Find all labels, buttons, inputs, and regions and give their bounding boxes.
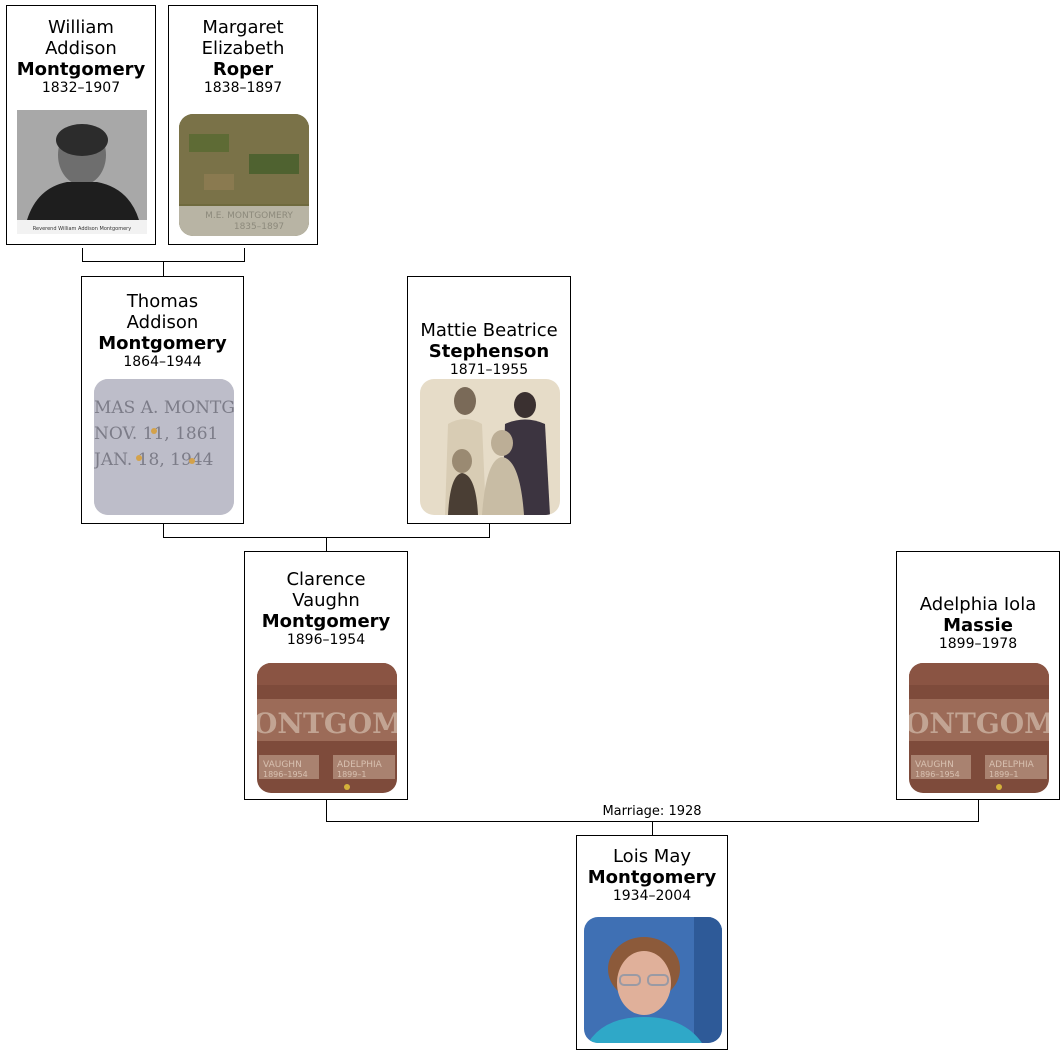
connector-line [489,524,490,537]
connector-line [163,261,164,276]
stone-inscription: VAUGHN [263,760,302,770]
given-name: Mattie Beatrice [420,320,558,341]
stone-inscription: 1899–1 [989,770,1018,779]
surname: Montgomery [261,611,391,632]
person-card-adelphia-iola-massie[interactable]: Adelphia Iola Massie 1899–1978 ONTGOMER … [896,551,1060,800]
family-photo-icon[interactable] [420,379,560,515]
stone-inscription: JAN. 18, 1944 [94,450,213,470]
surname: Stephenson [428,341,550,362]
gravestone-photo-icon[interactable]: MAS A. MONTGO NOV. 11, 1861 JAN. 18, 194… [94,379,234,515]
stone-inscription: ADELPHIA [989,760,1035,770]
portrait-photo-icon[interactable]: Reverend William Addison Montgomery [17,110,147,234]
given-name: Lois May [612,846,692,867]
given-name: Clarence Vaughn [286,569,366,611]
life-dates: 1899–1978 [938,636,1018,652]
stone-inscription: 1899–1 [337,770,366,779]
connector-line [326,537,327,551]
surname: Massie [943,615,1013,636]
stone-inscription: 1896–1954 [915,770,960,779]
surname: Montgomery [16,59,146,80]
stone-inscription: 1896–1954 [263,770,308,779]
gravestone-photo-icon[interactable]: ONTGOMER VAUGHN 1896–1954 ADELPHIA 1899–… [257,663,397,793]
life-dates: 1864–1944 [123,354,202,370]
life-dates: 1934–2004 [612,888,692,904]
connector-line [163,524,164,537]
connector-line [652,821,653,835]
stone-inscription: MAS A. MONTGO [94,398,234,418]
stone-inscription: M.E. MONTGOMERY [205,211,293,221]
surname: Montgomery [587,867,717,888]
person-card-margaret-elizabeth-roper[interactable]: Margaret Elizabeth Roper 1838–1897 M.E. … [168,5,318,245]
life-dates: 1871–1955 [449,362,529,378]
connector-line [326,800,327,821]
stone-inscription: ONTGOMER [909,707,1049,740]
given-name: Adelphia Iola [919,594,1037,615]
person-card-lois-may-montgomery[interactable]: Lois May Montgomery 1934–2004 [576,835,728,1050]
stone-inscription: ONTGOMER [257,707,397,740]
gravestone-photo-icon[interactable]: M.E. MONTGOMERY 1835–1897 [179,114,309,236]
given-name: Thomas Addison [126,291,199,333]
stone-inscription: ADELPHIA [337,760,383,770]
person-card-mattie-beatrice-stephenson[interactable]: Mattie Beatrice Stephenson 1871–1955 [407,276,571,524]
surname: Roper [212,59,274,80]
photo-caption: Reverend William Addison Montgomery [33,226,131,232]
life-dates: 1832–1907 [41,80,121,96]
given-name: Margaret Elizabeth [201,17,285,59]
person-card-thomas-addison-montgomery[interactable]: Thomas Addison Montgomery 1864–1944 MAS … [81,276,244,524]
given-name: William Addison [45,17,117,59]
connector-line [82,248,83,261]
life-dates: 1896–1954 [286,632,366,648]
stone-inscription: NOV. 11, 1861 [94,424,218,444]
person-card-clarence-vaughn-montgomery[interactable]: Clarence Vaughn Montgomery 1896–1954 ONT… [244,551,408,800]
connector-line [978,800,979,821]
stone-inscription: VAUGHN [915,760,954,770]
connector-line [244,248,245,261]
gravestone-photo-icon[interactable]: ONTGOMER VAUGHN 1896–1954 ADELPHIA 1899–… [909,663,1049,793]
person-card-william-addison-montgomery[interactable]: William Addison Montgomery 1832–1907 Rev… [6,5,156,245]
marriage-label: Marriage: 1928 [602,804,702,819]
life-dates: 1838–1897 [203,80,283,96]
stone-dates: 1835–1897 [234,222,284,232]
surname: Montgomery [98,333,227,354]
portrait-photo-icon[interactable] [584,917,722,1043]
